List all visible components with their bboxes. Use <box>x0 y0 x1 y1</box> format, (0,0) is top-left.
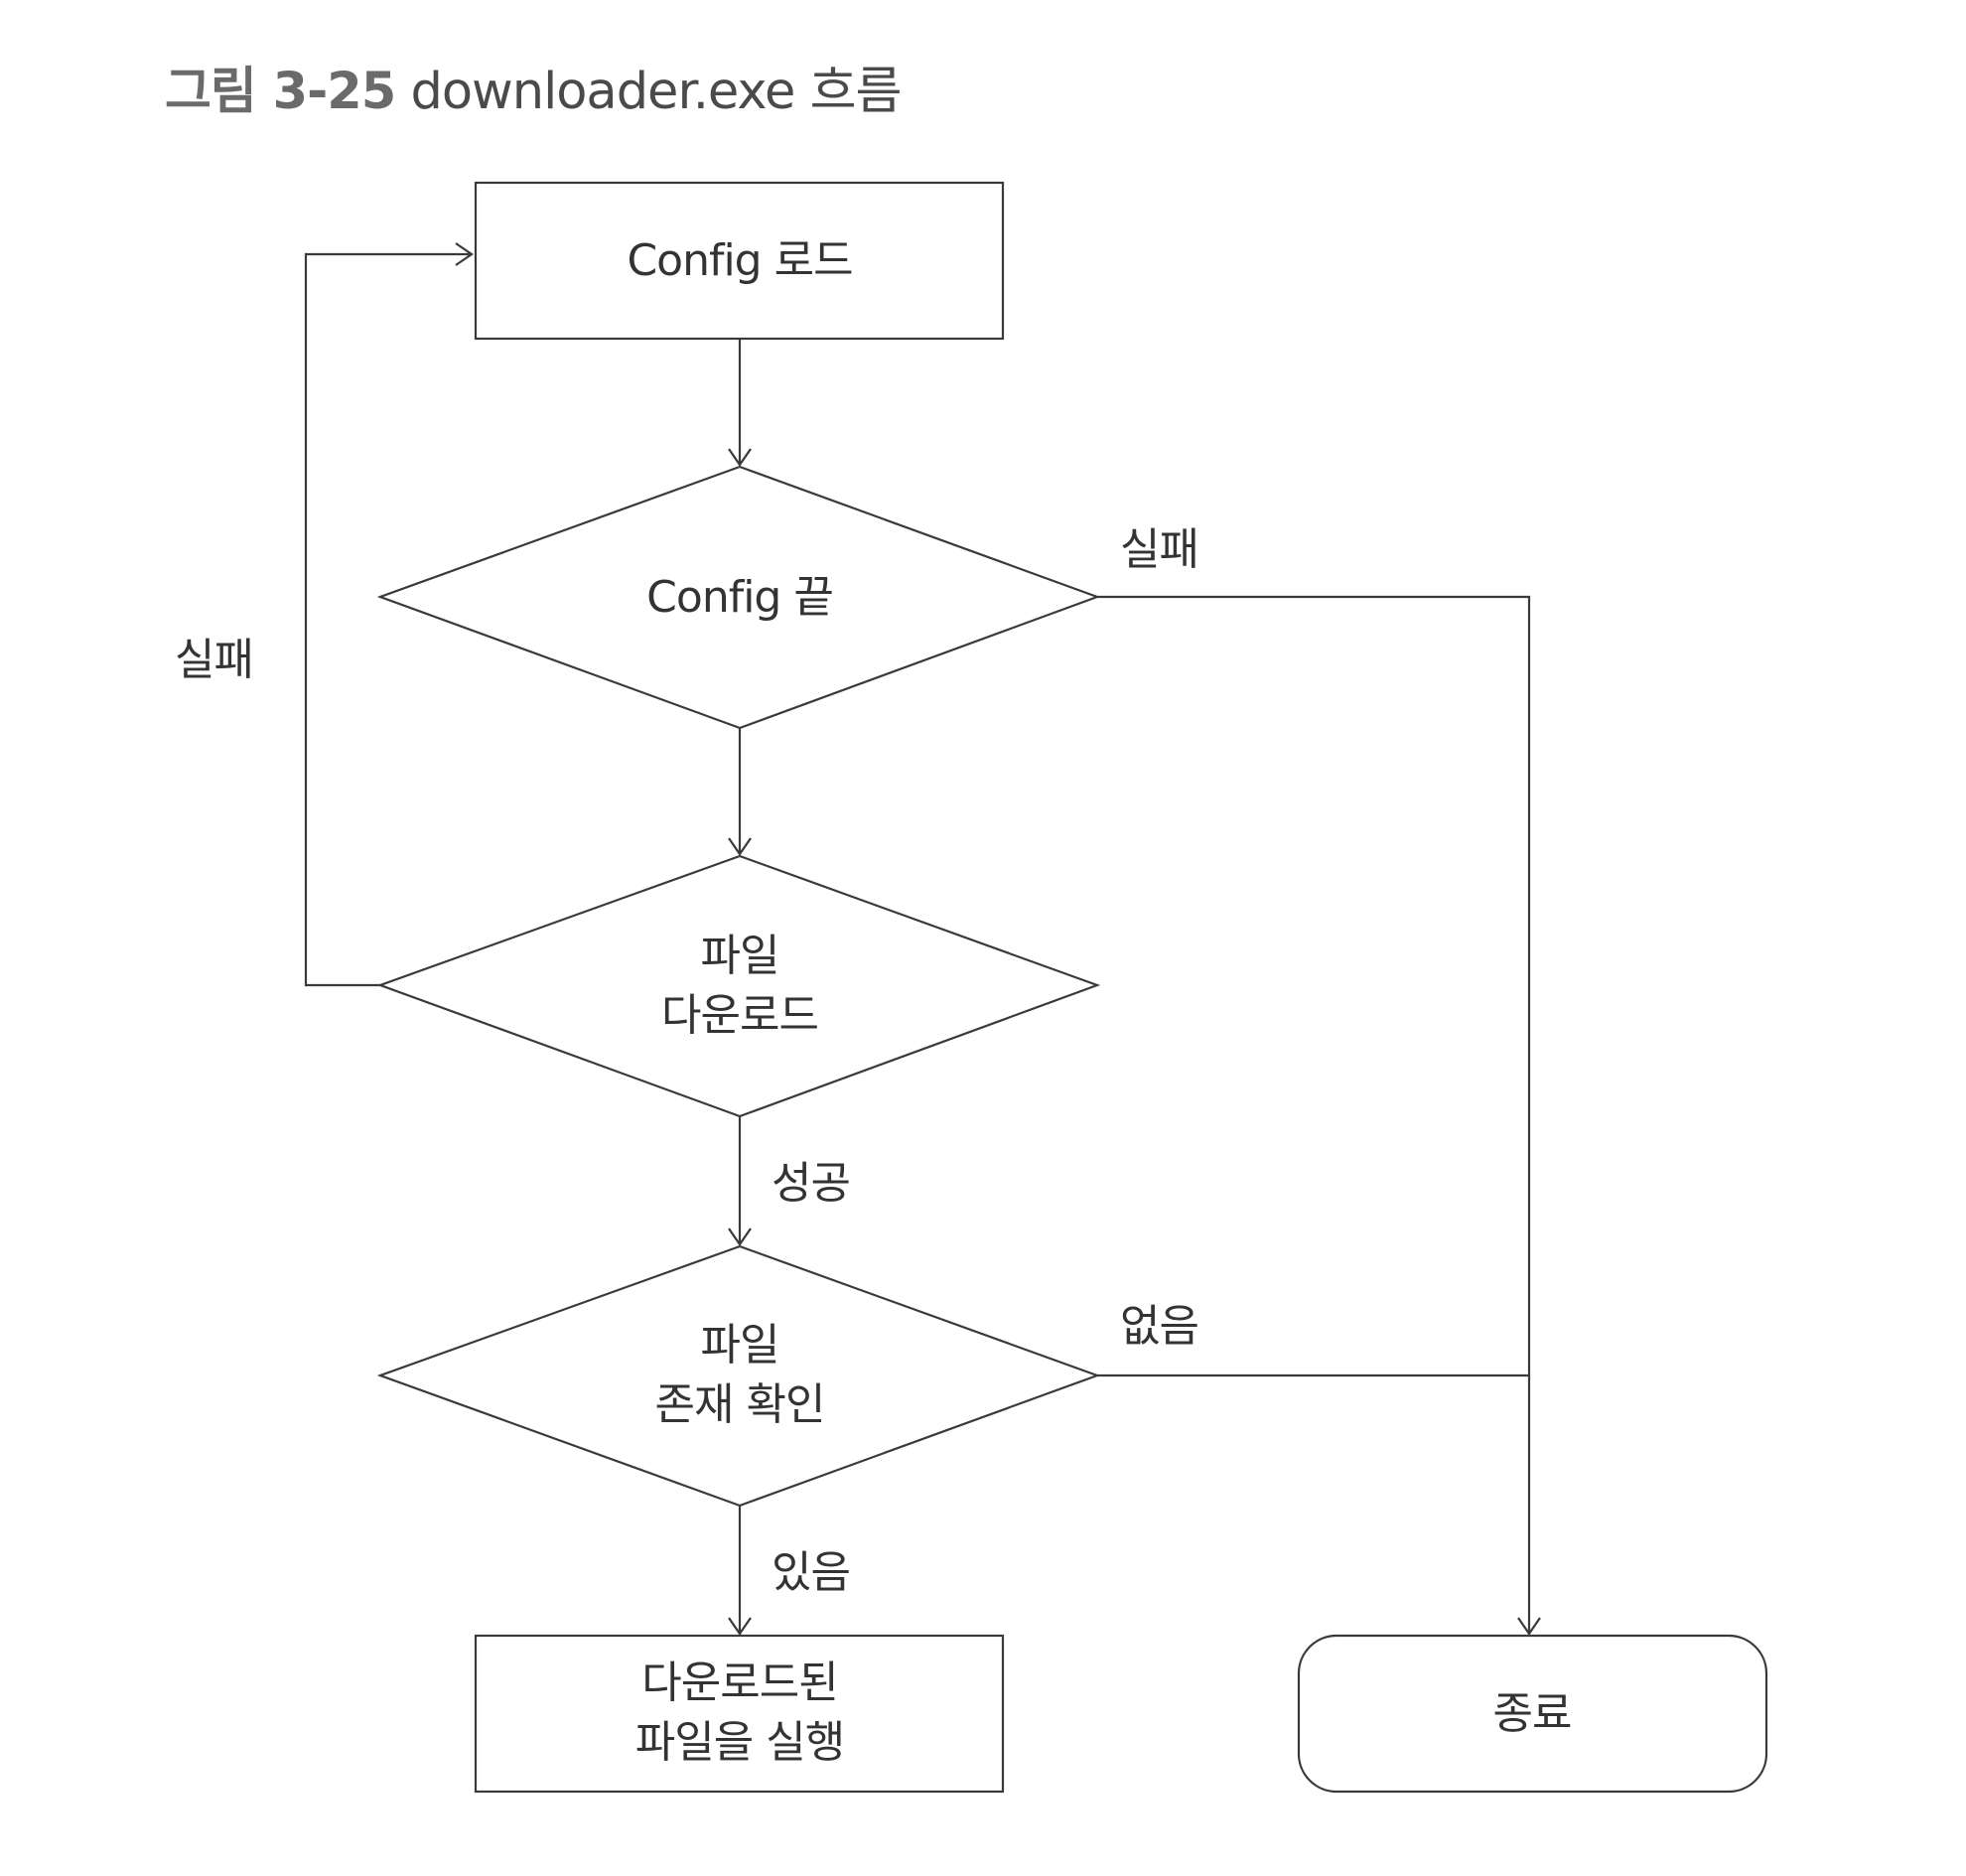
terminate-box <box>1297 1634 1768 1794</box>
arrowhead-run-file <box>728 1617 752 1636</box>
config-end-label: Config 끝 <box>646 572 833 623</box>
file-download-label-line2: 다운로드 <box>661 990 818 1041</box>
arrowhead-file-download <box>728 837 752 856</box>
file-exists-check-label-line2: 존재 확인 <box>655 1379 825 1430</box>
download-fail-label: 실패 <box>175 635 253 685</box>
file-exists-check-label-line1: 파일 <box>701 1320 779 1371</box>
edge-config-end-fail-to-terminate <box>1097 595 1531 1634</box>
config-end-diamond <box>376 465 1101 730</box>
config-load-box <box>474 181 1005 341</box>
file-absent-label: 없음 <box>1120 1301 1198 1352</box>
file-exists-check-diamond <box>376 1244 1101 1508</box>
arrowhead-terminate <box>1517 1617 1541 1636</box>
run-downloaded-file-label-line2: 파일을 실행 <box>635 1717 844 1768</box>
file-present-label: 있음 <box>772 1547 850 1598</box>
arrowhead-config-load <box>455 242 474 266</box>
file-download-label-line1: 파일 <box>701 931 779 981</box>
figure-name: downloader.exe 흐름 <box>410 63 902 121</box>
figure-title: 그림 3-25 downloader.exe 흐름 <box>165 50 902 123</box>
arrowhead-file-exists-check <box>728 1227 752 1246</box>
download-success-label: 성공 <box>772 1158 850 1209</box>
run-downloaded-file-label-line1: 다운로드된 <box>641 1658 837 1708</box>
file-download-diamond <box>376 854 1101 1118</box>
run-downloaded-file-box <box>474 1634 1005 1794</box>
arrowhead-config-end <box>728 448 752 467</box>
config-end-fail-label: 실패 <box>1120 524 1198 575</box>
edge-download-fail-loop <box>304 252 472 987</box>
config-load-label: Config 로드 <box>627 235 852 286</box>
figure-number: 그림 3-25 <box>165 63 396 121</box>
terminate-label: 종료 <box>1493 1688 1572 1739</box>
